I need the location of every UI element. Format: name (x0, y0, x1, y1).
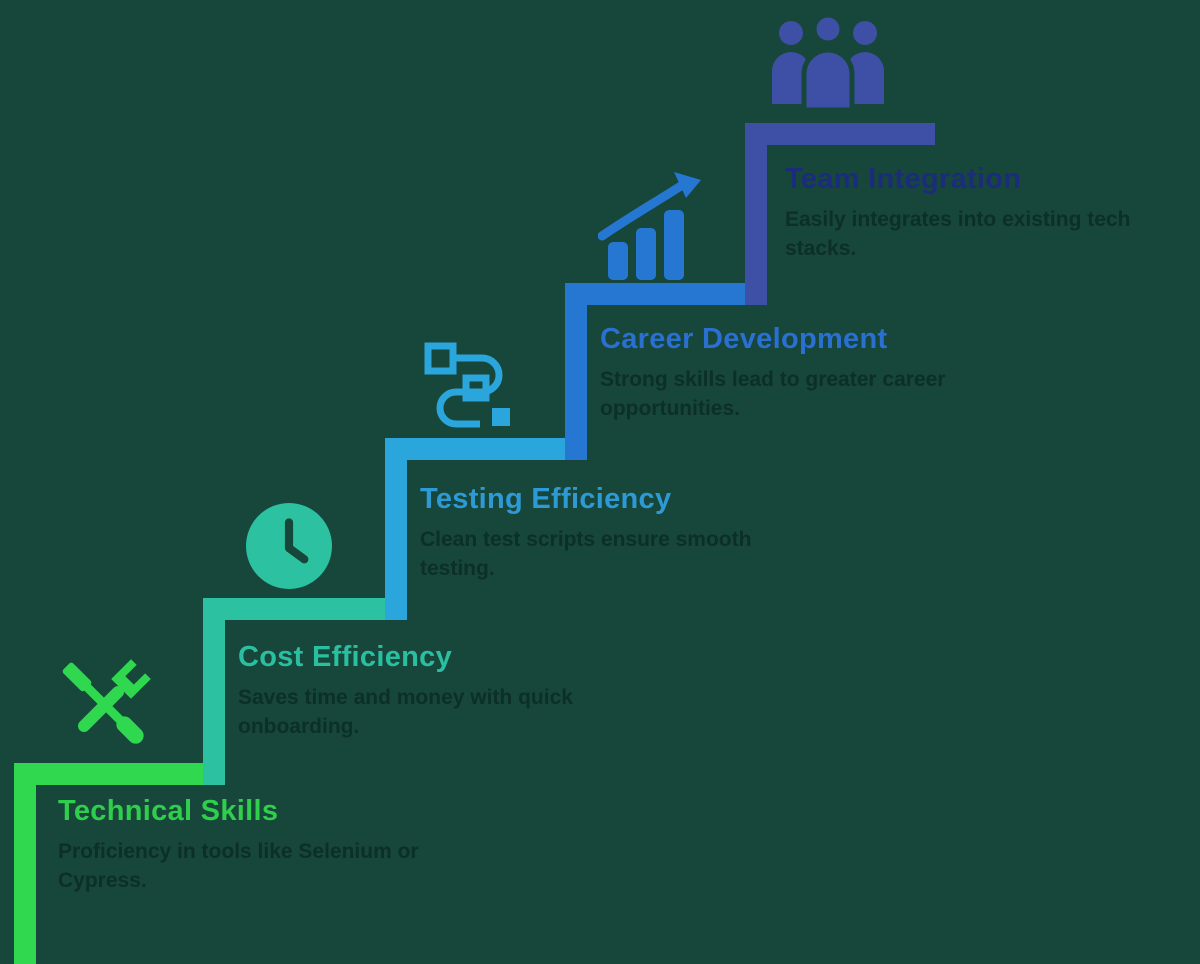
step-cost-efficiency: Cost Efficiency Saves time and money wit… (238, 641, 628, 741)
step-description: Proficiency in tools like Selenium or Cy… (58, 840, 419, 892)
step-1-tread (14, 763, 217, 785)
step-testing-efficiency: Testing Efficiency Clean test scripts en… (420, 483, 812, 583)
step-description: Clean test scripts ensure smooth testing… (420, 528, 752, 580)
step-description: Strong skills lead to greater career opp… (600, 368, 946, 420)
step-career-development: Career Development Strong skills lead to… (600, 323, 1008, 423)
team-icon (770, 10, 886, 112)
step-description: Saves time and money with quick onboardi… (238, 686, 573, 738)
step-technical-skills: Technical Skills Proficiency in tools li… (58, 795, 488, 895)
step-title: Technical Skills (58, 795, 279, 827)
step-5-riser (745, 123, 767, 305)
step-1-riser (14, 763, 36, 964)
workflow-icon (422, 336, 520, 434)
step-description: Easily integrates into existing tech sta… (785, 208, 1131, 260)
step-5-tread (745, 123, 935, 145)
step-title: Career Development (600, 323, 888, 355)
step-team-integration: Team Integration Easily integrates into … (785, 163, 1185, 263)
step-3-riser (385, 438, 407, 620)
step-4-riser (565, 283, 587, 460)
step-2-tread (203, 598, 407, 620)
step-4-tread (565, 283, 767, 305)
step-title: Testing Efficiency (420, 483, 672, 515)
step-title: Team Integration (785, 163, 1022, 195)
step-title: Cost Efficiency (238, 641, 452, 673)
step-3-tread (385, 438, 587, 460)
clock-icon (246, 503, 332, 589)
growth-chart-icon (598, 170, 702, 280)
tools-icon (56, 652, 152, 748)
step-2-riser (203, 598, 225, 785)
